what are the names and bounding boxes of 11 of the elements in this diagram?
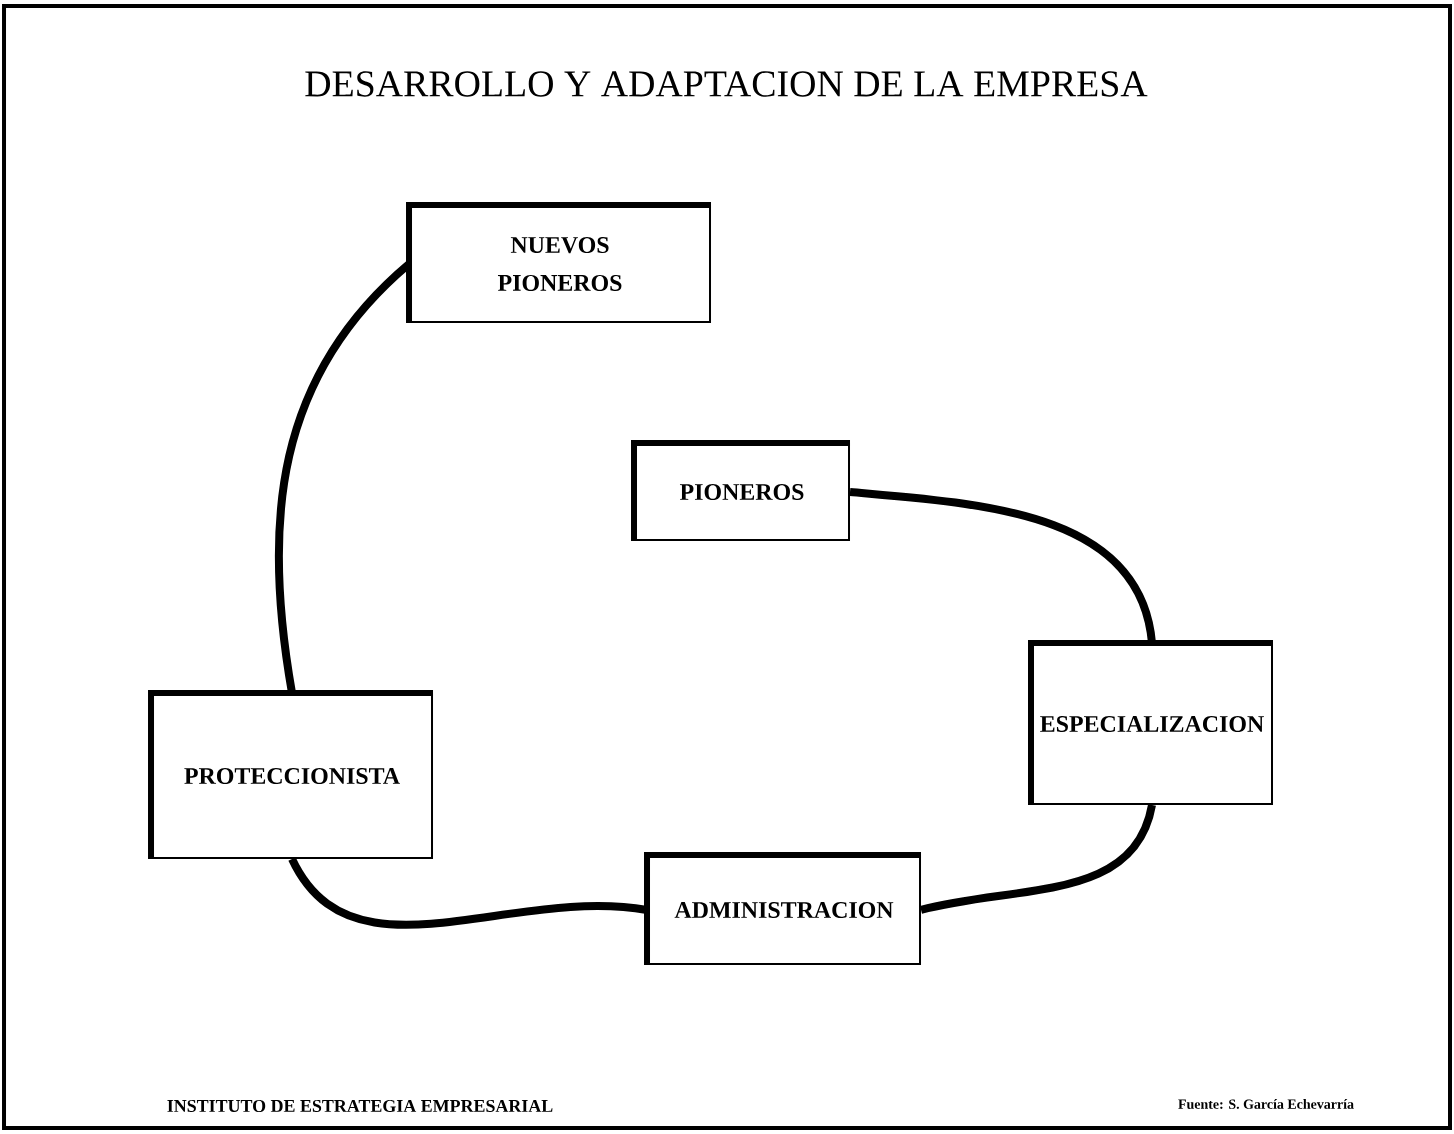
connector (288, 856, 648, 929)
footer-text: INSTITUTO DE ESTRATEGIA EMPRESARIAL (167, 1099, 553, 1112)
text-box: PIONEROS (631, 440, 850, 541)
connector (920, 803, 1156, 914)
connector (274, 261, 412, 694)
text-box: ESPECIALIZACION (1028, 640, 1273, 805)
text-box: ADMINISTRACION (644, 852, 921, 965)
title: DESARROLLO Y ADAPTACION DE LA EMPRESA (305, 71, 1148, 97)
connector (849, 488, 1156, 644)
text-box: NUEVOS PIONEROS (406, 202, 711, 323)
text-box: PROTECCIONISTA (148, 690, 433, 859)
